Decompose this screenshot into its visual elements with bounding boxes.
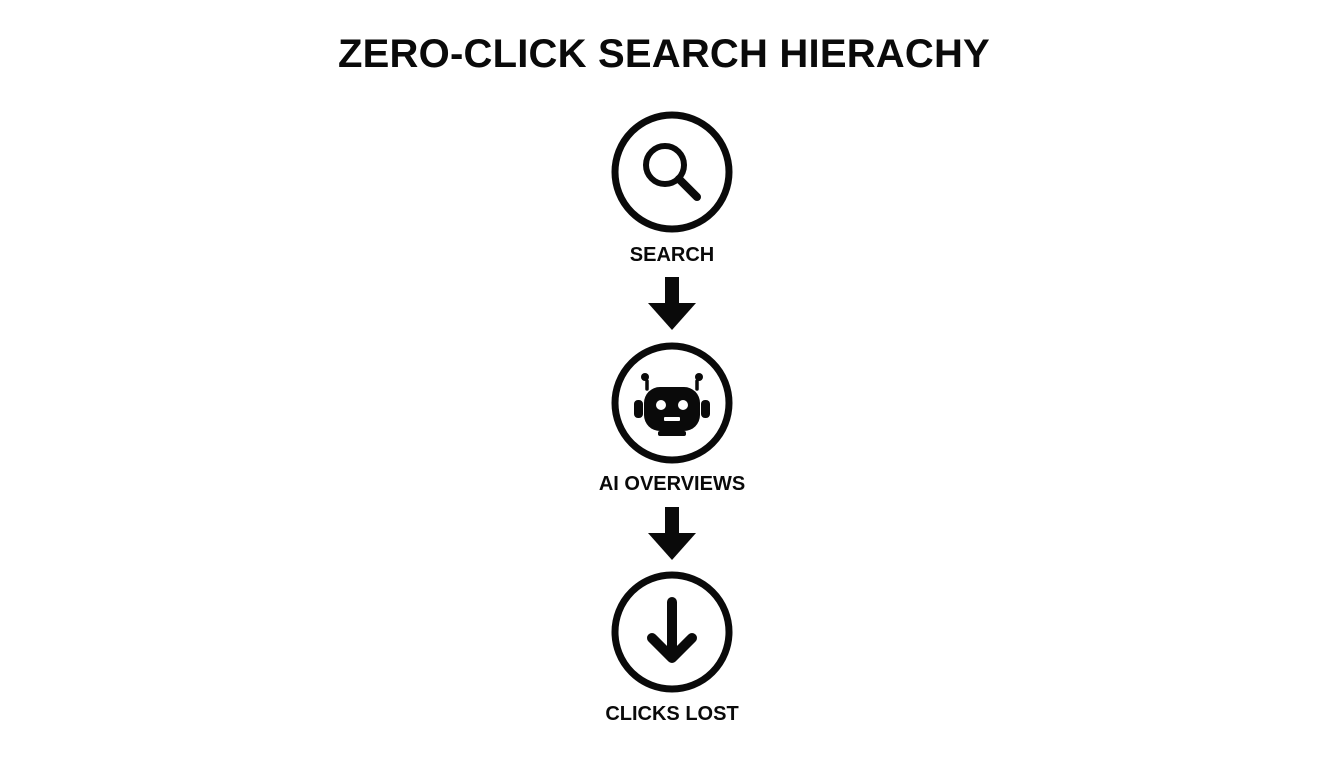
step-label-ai-overviews: AI OVERVIEWS	[598, 473, 746, 495]
robot-icon	[611, 342, 733, 464]
flow-arrow-2	[648, 507, 696, 561]
down-arrow-connector-icon	[648, 507, 696, 560]
clicks-lost-node	[610, 570, 734, 694]
down-arrow-icon	[611, 571, 733, 693]
ai-overviews-node	[610, 341, 734, 465]
step-label-search: SEARCH	[629, 244, 715, 266]
flow-arrow-1	[648, 277, 696, 331]
magnifying-glass-icon	[611, 111, 733, 233]
down-arrow-connector-icon	[648, 277, 696, 330]
search-node	[610, 110, 734, 234]
step-label-clicks-lost: CLICKS LOST	[605, 703, 739, 725]
diagram-title: ZERO-CLICK SEARCH HIERACHY	[338, 32, 990, 76]
